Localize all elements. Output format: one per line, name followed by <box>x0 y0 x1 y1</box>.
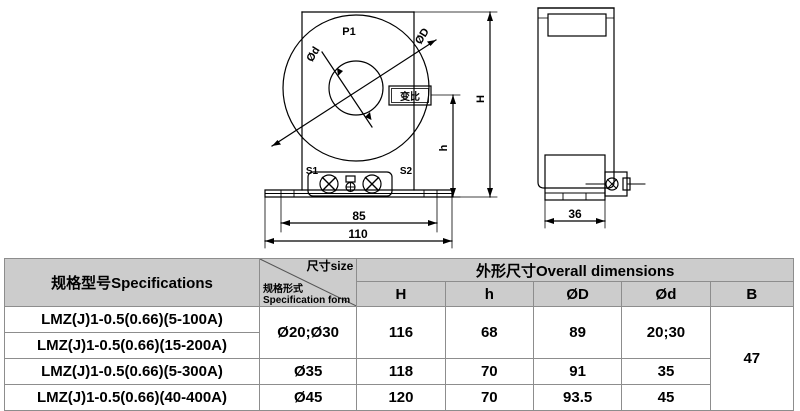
label-nameplate: 变比 <box>400 90 420 103</box>
table-row: LMZ(J)1-0.5(0.66)(40-400A) Ø45 120 70 93… <box>4 384 794 411</box>
label-h: h <box>438 144 450 151</box>
outer-ring-circle <box>282 14 430 162</box>
side-top-band <box>547 13 607 37</box>
label-width-110: 110 <box>348 227 368 241</box>
cell-model: LMZ(J)1-0.5(0.66)(5-100A) <box>4 306 260 333</box>
cell-form: Ø20;Ø30 <box>258 306 358 359</box>
header-overall-dimensions: 外形尺寸Overall dimensions <box>356 258 794 282</box>
label-S2: S2 <box>400 166 413 177</box>
cell-form: Ø35 <box>258 358 358 385</box>
table-header-row-bottom: H h ØD Ød B <box>5 281 795 307</box>
header-specifications: 规格型号Specifications <box>4 258 260 307</box>
label-depth-36: 36 <box>568 207 582 221</box>
cell-H: 118 <box>356 358 446 385</box>
label-inner-diameter: Ød <box>304 45 322 64</box>
diagonal-divider-icon <box>260 259 356 306</box>
table-row: LMZ(J)1-0.5(0.66)(5-100A) Ø20;Ø30 116 68… <box>4 306 795 411</box>
cell-phi-D: 93.5 <box>532 384 623 411</box>
inner-bore-circle <box>328 60 384 116</box>
header-B: B <box>709 281 795 307</box>
cell-h: 70 <box>444 358 534 385</box>
cell-phi-D: 91 <box>532 358 623 385</box>
header-phi-d: Ød <box>621 281 711 307</box>
label-width-85: 85 <box>352 209 366 223</box>
cell-form: Ø45 <box>258 384 358 411</box>
terminal-screw-s2 <box>362 174 382 194</box>
header-h: h <box>444 281 534 307</box>
terminal-screw-s1 <box>319 174 339 194</box>
header-H: H <box>356 281 446 307</box>
cell-H: 120 <box>356 384 446 411</box>
cell-h: 70 <box>444 384 534 411</box>
table-row: LMZ(J)1-0.5(0.66)(5-300A) Ø35 118 70 91 … <box>4 358 794 385</box>
cell-H: 116 <box>356 306 446 359</box>
side-terminal-block <box>604 171 628 197</box>
technical-drawing: P1 Ød ØD 变比 S1 S2 H h 85 110 36 <box>264 7 646 249</box>
cell-phi-d: 35 <box>621 358 711 385</box>
label-P1: P1 <box>342 26 355 38</box>
cell-model: LMZ(J)1-0.5(0.66)(15-200A) <box>4 332 260 359</box>
cell-model: LMZ(J)1-0.5(0.66)(5-300A) <box>4 358 260 385</box>
table-row: LMZ(J)1-0.5(0.66)(15-200A) <box>4 332 794 359</box>
cell-h: 68 <box>444 306 534 359</box>
outer-diameter-leader <box>271 39 437 147</box>
label-S1: S1 <box>306 166 319 177</box>
terminal-block <box>307 171 393 197</box>
nameplate-box <box>388 85 432 106</box>
cell-phi-d: 45 <box>621 384 711 411</box>
cell-B: 47 <box>709 306 795 411</box>
cell-phi-D: 89 <box>532 306 623 359</box>
side-terminal-screw <box>605 177 619 191</box>
header-size-label: 尺寸size <box>306 259 354 274</box>
inner-diameter-leader <box>321 51 373 128</box>
cell-model: LMZ(J)1-0.5(0.66)(40-400A) <box>4 384 260 411</box>
cell-phi-d: 20;30 <box>621 306 711 359</box>
label-H: H <box>475 95 487 103</box>
header-phi-D: ØD <box>532 281 623 307</box>
side-ring-outline <box>537 7 615 189</box>
